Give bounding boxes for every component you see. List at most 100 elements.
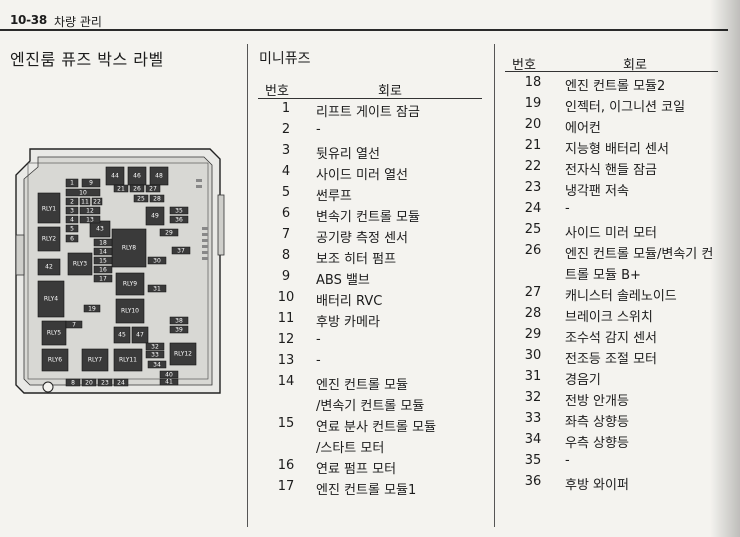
- fuse-box-diagram: RLY1 RLY2 RLY3 RLY4 RLY5 RLY6 RLY7 RLY8 …: [10, 135, 232, 403]
- svg-text:28: 28: [153, 196, 161, 203]
- mini-fuse-title: 미니퓨즈: [259, 51, 311, 67]
- mini-fuse-row-number: 6: [281, 206, 291, 221]
- svg-text:RLY4: RLY4: [44, 296, 58, 303]
- right-table-header-circuit: 회로: [623, 58, 647, 73]
- svg-text:30: 30: [153, 258, 161, 265]
- svg-text:3: 3: [70, 208, 74, 215]
- right-table-row-circuit: 엔진 컨트롤 모듈/변속기 컨: [565, 247, 714, 262]
- svg-text:RLY6: RLY6: [48, 357, 62, 364]
- right-table-row-number: 20: [524, 117, 542, 132]
- svg-text:35: 35: [175, 208, 183, 215]
- svg-text:47: 47: [136, 332, 144, 339]
- svg-text:46: 46: [133, 173, 141, 180]
- svg-text:RLY2: RLY2: [42, 236, 56, 243]
- mini-fuse-row-number: 16: [277, 458, 295, 473]
- mini-fuse-row-circuit: 연료 분사 컨트롤 모듈: [316, 420, 437, 435]
- mini-fuse-row-circuit: -: [316, 353, 321, 368]
- right-table-row-circuit: 전자식 핸들 잠금: [565, 163, 657, 178]
- svg-text:33: 33: [151, 352, 159, 359]
- svg-text:43: 43: [96, 226, 104, 233]
- mini-fuse-row-number: 14: [277, 374, 295, 389]
- right-table-row-circuit: 우측 상향등: [565, 436, 629, 451]
- right-table-row-number: 32: [524, 390, 542, 405]
- right-table-row-number: 27: [524, 285, 542, 300]
- page-gutter-shadow: [710, 0, 740, 537]
- right-table-row-circuit: 전방 안개등: [565, 394, 629, 409]
- svg-text:RLY9: RLY9: [123, 281, 137, 288]
- svg-text:RLY3: RLY3: [73, 261, 87, 268]
- svg-text:8: 8: [71, 380, 75, 387]
- mini-fuse-row-circuit: 보조 히터 펌프: [316, 252, 397, 267]
- mini-fuse-row-number: 12: [277, 332, 295, 347]
- mini-fuse-row-circuit: 공기량 측정 센서: [316, 231, 408, 246]
- mini-fuse-row-circuit: ABS 밸브: [316, 273, 370, 288]
- right-table-row-circuit: 후방 와이퍼: [565, 478, 629, 493]
- svg-text:17: 17: [99, 276, 107, 283]
- svg-text:38: 38: [175, 318, 183, 325]
- mini-fuse-row-circuit: 배터리 RVC: [316, 294, 383, 309]
- svg-text:23: 23: [101, 380, 109, 387]
- svg-text:15: 15: [99, 258, 107, 265]
- mini-fuse-row-number: 9: [281, 269, 291, 284]
- mini-fuse-row-number: 5: [281, 185, 291, 200]
- section-title: 차량 관리: [54, 15, 102, 29]
- svg-text:RLY8: RLY8: [122, 245, 136, 252]
- svg-text:40: 40: [165, 372, 173, 379]
- right-table-row-circuit: 조수석 감지 센서: [565, 331, 657, 346]
- mini-fuse-row-circuit: 리프트 게이트 잠금: [316, 105, 420, 120]
- mini-fuse-row-number: 11: [277, 311, 295, 326]
- svg-text:6: 6: [70, 236, 74, 243]
- svg-text:11: 11: [81, 199, 89, 206]
- svg-text:41: 41: [165, 379, 173, 386]
- right-table-row-circuit: 전조등 조절 모터: [565, 352, 657, 367]
- mini-fuse-row-circuit: -: [316, 332, 321, 347]
- right-table-row-number: 24: [524, 201, 542, 216]
- right-table-row-circuit: 좌측 상향등: [565, 415, 629, 430]
- svg-text:21: 21: [117, 186, 125, 193]
- mini-fuse-row-number: 4: [281, 164, 291, 179]
- svg-text:1: 1: [70, 180, 74, 187]
- mini-fuse-header-number: 번호: [265, 84, 289, 99]
- mini-fuse-row-circuit: 뒷유리 열선: [316, 147, 380, 162]
- fuse-box-svg: RLY1 RLY2 RLY3 RLY4 RLY5 RLY6 RLY7 RLY8 …: [15, 148, 225, 394]
- svg-text:48: 48: [155, 173, 163, 180]
- svg-text:9: 9: [89, 180, 93, 187]
- column-divider-left: [247, 44, 248, 527]
- svg-text:32: 32: [151, 344, 159, 351]
- mini-fuse-row-number: 3: [281, 143, 291, 158]
- right-table-row-number: 23: [524, 180, 542, 195]
- mini-fuse-row-number: 15: [277, 416, 295, 431]
- right-table-header-rule: [505, 71, 718, 72]
- mini-fuse-row-number: 7: [281, 227, 291, 242]
- right-table-row-circuit: -: [565, 453, 570, 468]
- right-table-row-number: 31: [524, 369, 542, 384]
- mini-fuse-row-number: 13: [277, 353, 295, 368]
- right-table-row-number: 26: [524, 243, 542, 258]
- svg-text:39: 39: [175, 327, 183, 334]
- svg-text:7: 7: [72, 322, 76, 329]
- svg-text:45: 45: [118, 332, 126, 339]
- right-table-row-number: 18: [524, 75, 542, 90]
- mini-fuse-row-circuit: 변속기 컨트롤 모듈: [316, 210, 420, 225]
- mini-fuse-row-number: 1: [281, 101, 291, 116]
- right-table-header-number: 번호: [512, 58, 536, 73]
- svg-text:34: 34: [153, 362, 161, 369]
- svg-text:31: 31: [153, 286, 161, 293]
- svg-text:4: 4: [70, 217, 74, 224]
- svg-text:RLY12: RLY12: [174, 351, 192, 358]
- mini-fuse-header-rule: [258, 98, 482, 99]
- svg-text:19: 19: [88, 306, 96, 313]
- right-table-row-number: 30: [524, 348, 542, 363]
- column-divider-right: [494, 44, 495, 527]
- right-table-row-number: 25: [524, 222, 542, 237]
- fuse-box-label-title: 엔진룸 퓨즈 박스 라벨: [10, 50, 164, 69]
- right-table-row-circuit: -: [565, 201, 570, 216]
- mini-fuse-header-circuit: 회로: [378, 84, 402, 99]
- mini-fuse-row-circuit: 사이드 미러 열선: [316, 168, 408, 183]
- right-table-row-circuit: 지능형 배터리 센서: [565, 142, 669, 157]
- mini-fuse-row-circuit: /스타트 모터: [316, 441, 385, 456]
- right-table-row-circuit: 인젝터, 이그니션 코일: [565, 100, 686, 115]
- svg-text:37: 37: [177, 248, 185, 255]
- svg-text:42: 42: [45, 264, 53, 271]
- right-table-row-number: 34: [524, 432, 542, 447]
